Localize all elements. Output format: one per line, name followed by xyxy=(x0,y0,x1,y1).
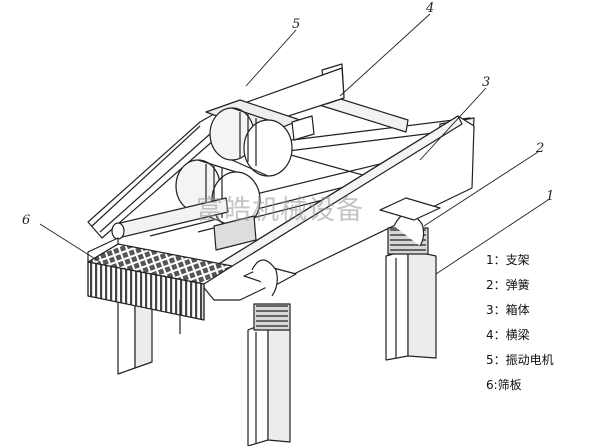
screen-plate xyxy=(87,237,233,334)
front-tube xyxy=(111,197,229,240)
callout-number: 2 xyxy=(535,141,544,156)
legend-item: 1：支架 xyxy=(486,253,530,267)
spring-right xyxy=(379,197,441,255)
vibration-motor-upper xyxy=(205,99,315,177)
legend-item: 6:筛板 xyxy=(486,378,522,392)
callout-number: 1 xyxy=(546,189,554,204)
legend: 1：支架 2：弹簧 3：箱体 4：横梁 5：振动电机 6:筛板 xyxy=(486,248,596,398)
legend-item: 3：箱体 xyxy=(486,303,530,317)
leader-lines xyxy=(39,13,549,275)
spring-front xyxy=(243,259,297,331)
legend-item: 2：弹簧 xyxy=(486,278,530,292)
side-plate-left xyxy=(87,67,345,239)
callout-number: 6 xyxy=(22,213,30,228)
callout-number: 3 xyxy=(482,75,490,90)
callout-number: 5 xyxy=(292,17,300,32)
callout-number: 4 xyxy=(425,1,434,16)
side-plate-front xyxy=(195,115,475,301)
vibration-motor-lower xyxy=(175,159,261,251)
legend-item: 4：横梁 xyxy=(486,328,530,342)
watermark: 富皓机械设备 xyxy=(196,195,364,226)
legend-item: 5：振动电机 xyxy=(486,353,554,367)
support-leg-right xyxy=(385,249,437,361)
support-leg-front xyxy=(247,321,291,446)
